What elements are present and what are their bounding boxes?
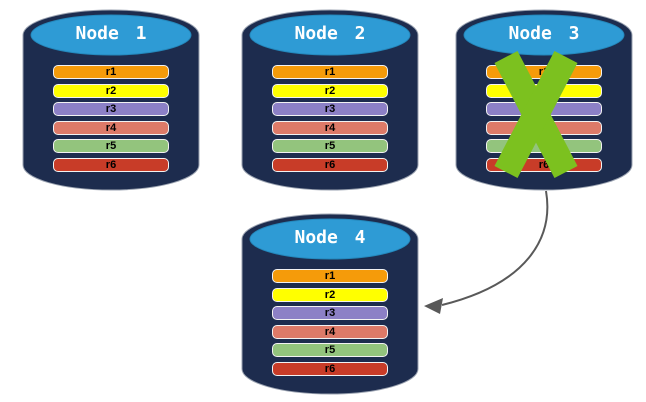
record-bar-r5: r5 [272, 139, 388, 153]
failover-arrow [424, 190, 549, 314]
record-bar-r6: r6 [53, 157, 169, 172]
record-bar-r5: r5 [272, 343, 388, 357]
record-list: r1 r2 r3 r4 r5 r6 [272, 269, 388, 376]
record-label: r2 [538, 84, 550, 97]
record-bar-r6: r6 [486, 157, 602, 172]
record-label: r6 [105, 158, 117, 171]
record-list: r1 r2 r3 r4 r5 r6 [53, 65, 169, 172]
record-bar-r1: r1 [272, 269, 388, 283]
record-bar-r5: r5 [53, 139, 169, 153]
record-bar-r4: r4 [272, 120, 388, 135]
record-bar-r1: r1 [272, 65, 388, 79]
record-bar-r2: r2 [272, 287, 388, 302]
record-bar-r2: r2 [53, 83, 169, 98]
record-bar-r4: r4 [486, 120, 602, 135]
record-label: r3 [324, 103, 336, 115]
record-bar-r3: r3 [53, 102, 169, 116]
node-1: Node 1 r1 r2 r3 r4 r5 r6 [22, 8, 200, 192]
record-label: r5 [324, 140, 336, 152]
record-label: r4 [538, 121, 550, 134]
record-bar-r5: r5 [486, 139, 602, 153]
record-label: r1 [105, 66, 117, 78]
record-label: r5 [105, 140, 117, 152]
record-bar-r6: r6 [272, 157, 388, 172]
record-label: r1 [324, 270, 336, 282]
node-4: Node 4 r1 r2 r3 r4 r5 r6 [241, 212, 419, 396]
record-label: r6 [324, 362, 336, 375]
node-label: Node 4 [294, 227, 366, 248]
record-label: r3 [324, 307, 336, 319]
record-bar-r2: r2 [272, 83, 388, 98]
record-label: r4 [324, 325, 336, 338]
record-bar-r4: r4 [272, 324, 388, 339]
record-bar-r1: r1 [486, 65, 602, 79]
record-bar-r3: r3 [272, 306, 388, 320]
record-bar-r4: r4 [53, 120, 169, 135]
record-label: r1 [538, 66, 550, 78]
cylinder-top-ellipse [249, 218, 411, 260]
record-label: r2 [324, 288, 336, 301]
record-label: r4 [324, 121, 336, 134]
record-label: r2 [324, 84, 336, 97]
record-list: r1 r2 r3 r4 r5 r6 [272, 65, 388, 172]
record-bar-r3: r3 [486, 102, 602, 116]
record-bar-r3: r3 [272, 102, 388, 116]
node-3: Node 3 r1 r2 r3 r4 r5 r6 [455, 8, 633, 192]
record-label: r3 [105, 103, 117, 115]
record-label: r3 [538, 103, 550, 115]
cylinder-top-ellipse [249, 14, 411, 56]
node-label: Node 1 [75, 23, 147, 44]
record-label: r5 [324, 344, 336, 356]
record-label: r5 [538, 140, 550, 152]
record-label: r6 [324, 158, 336, 171]
arrowhead-icon [424, 298, 443, 314]
record-label: r6 [538, 158, 550, 171]
cylinder-top-ellipse [30, 14, 192, 56]
record-label: r2 [105, 84, 117, 97]
record-bar-r6: r6 [272, 361, 388, 376]
record-bar-r1: r1 [53, 65, 169, 79]
node-label: Node 2 [294, 23, 366, 44]
record-label: r4 [105, 121, 117, 134]
node-2: Node 2 r1 r2 r3 r4 r5 r6 [241, 8, 419, 192]
node-label: Node 3 [508, 23, 580, 44]
record-list: r1 r2 r3 r4 r5 r6 [486, 65, 602, 172]
record-label: r1 [324, 66, 336, 78]
record-bar-r2: r2 [486, 83, 602, 98]
